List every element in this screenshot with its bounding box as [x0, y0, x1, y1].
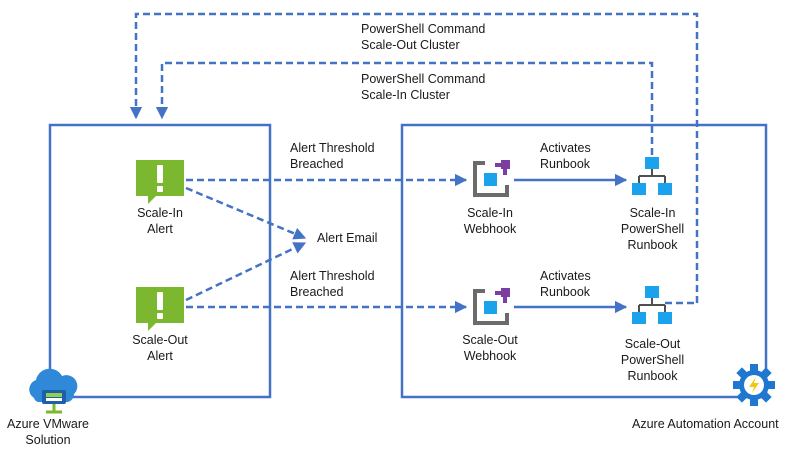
scale-in-to-email [185, 186, 307, 240]
ps-scale-in-connector [155, 61, 654, 155]
alert-bubble-icon [136, 287, 184, 331]
webhook-icon [473, 288, 510, 325]
automation-account-label: Azure Automation Account [632, 417, 779, 431]
alert-email-label: Alert Email [317, 231, 378, 245]
webhook-icon [473, 160, 510, 197]
alert-bubble-icon [136, 160, 184, 204]
automation-gear-icon [733, 364, 775, 406]
scale-out-to-email [185, 241, 307, 302]
azure-vmware-cloud-icon [29, 368, 78, 414]
runbook-hierarchy-icon [632, 157, 672, 195]
runbook-hierarchy-icon [632, 286, 672, 324]
ps-scale-out-connector [129, 12, 699, 303]
automation-account-boundary [400, 123, 768, 399]
